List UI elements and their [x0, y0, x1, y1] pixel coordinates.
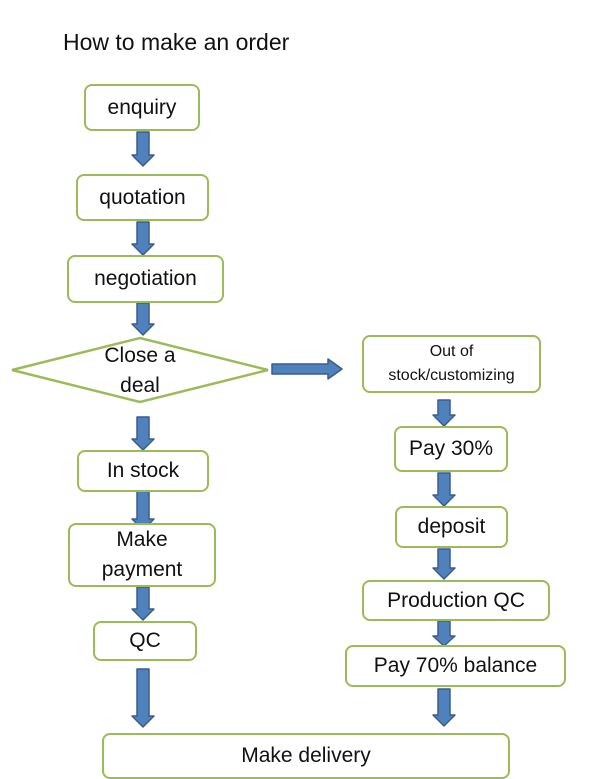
arrow-productionqc-pay70 [432, 620, 456, 647]
node-make-delivery: Make delivery [102, 733, 510, 779]
arrow-negotiation-closedeal [131, 302, 155, 336]
node-in-stock: In stock [77, 450, 209, 492]
node-close-deal-label: Close a deal [104, 344, 176, 397]
node-qc-label: QC [129, 629, 161, 652]
node-enquiry-label: enquiry [107, 95, 177, 119]
node-in-stock-label: In stock [106, 459, 180, 482]
node-pay-30-label: Pay 30% [408, 437, 494, 460]
node-production-qc: Production QC [362, 580, 550, 621]
node-out-of-stock-label: Out of stock/customizing [388, 343, 515, 384]
node-deposit: deposit [395, 506, 508, 548]
arrow-pay30-deposit [432, 472, 456, 507]
arrows [131, 131, 456, 728]
node-out-of-stock: Out of stock/customizing [362, 335, 541, 393]
node-make-payment-label: Make payment [101, 528, 183, 581]
node-pay-70: Pay 70% balance [345, 645, 566, 687]
arrow-closedeal-outofstock [271, 358, 343, 380]
close-deal-diamond [11, 336, 269, 404]
arrow-deposit-productionqc [432, 548, 456, 580]
node-deposit-label: deposit [417, 515, 486, 538]
arrow-closedeal-instock [131, 416, 155, 451]
arrow-outofstock-pay30 [432, 399, 456, 427]
node-close-deal-label-box: Close a deal [95, 340, 185, 402]
arrow-makepayment-qc [131, 586, 155, 621]
arrow-quotation-negotiation [131, 221, 155, 256]
node-negotiation: negotiation [67, 255, 224, 303]
node-quotation: quotation [76, 174, 209, 221]
arrow-enquiry-quotation [131, 131, 155, 167]
node-pay-70-label: Pay 70% balance [373, 654, 538, 677]
node-enquiry: enquiry [84, 84, 200, 131]
node-make-payment: Make payment [68, 523, 216, 587]
diagram-title: How to make an order [63, 29, 290, 55]
node-negotiation-label: negotiation [94, 267, 197, 290]
node-qc: QC [93, 621, 197, 661]
node-production-qc-label: Production QC [387, 588, 525, 612]
node-quotation-label: quotation [99, 185, 186, 209]
node-make-delivery-label: Make delivery [241, 744, 371, 767]
arrow-pay70-delivery [432, 688, 456, 727]
arrow-qc-delivery [131, 668, 155, 728]
node-pay-30: Pay 30% [394, 426, 508, 472]
